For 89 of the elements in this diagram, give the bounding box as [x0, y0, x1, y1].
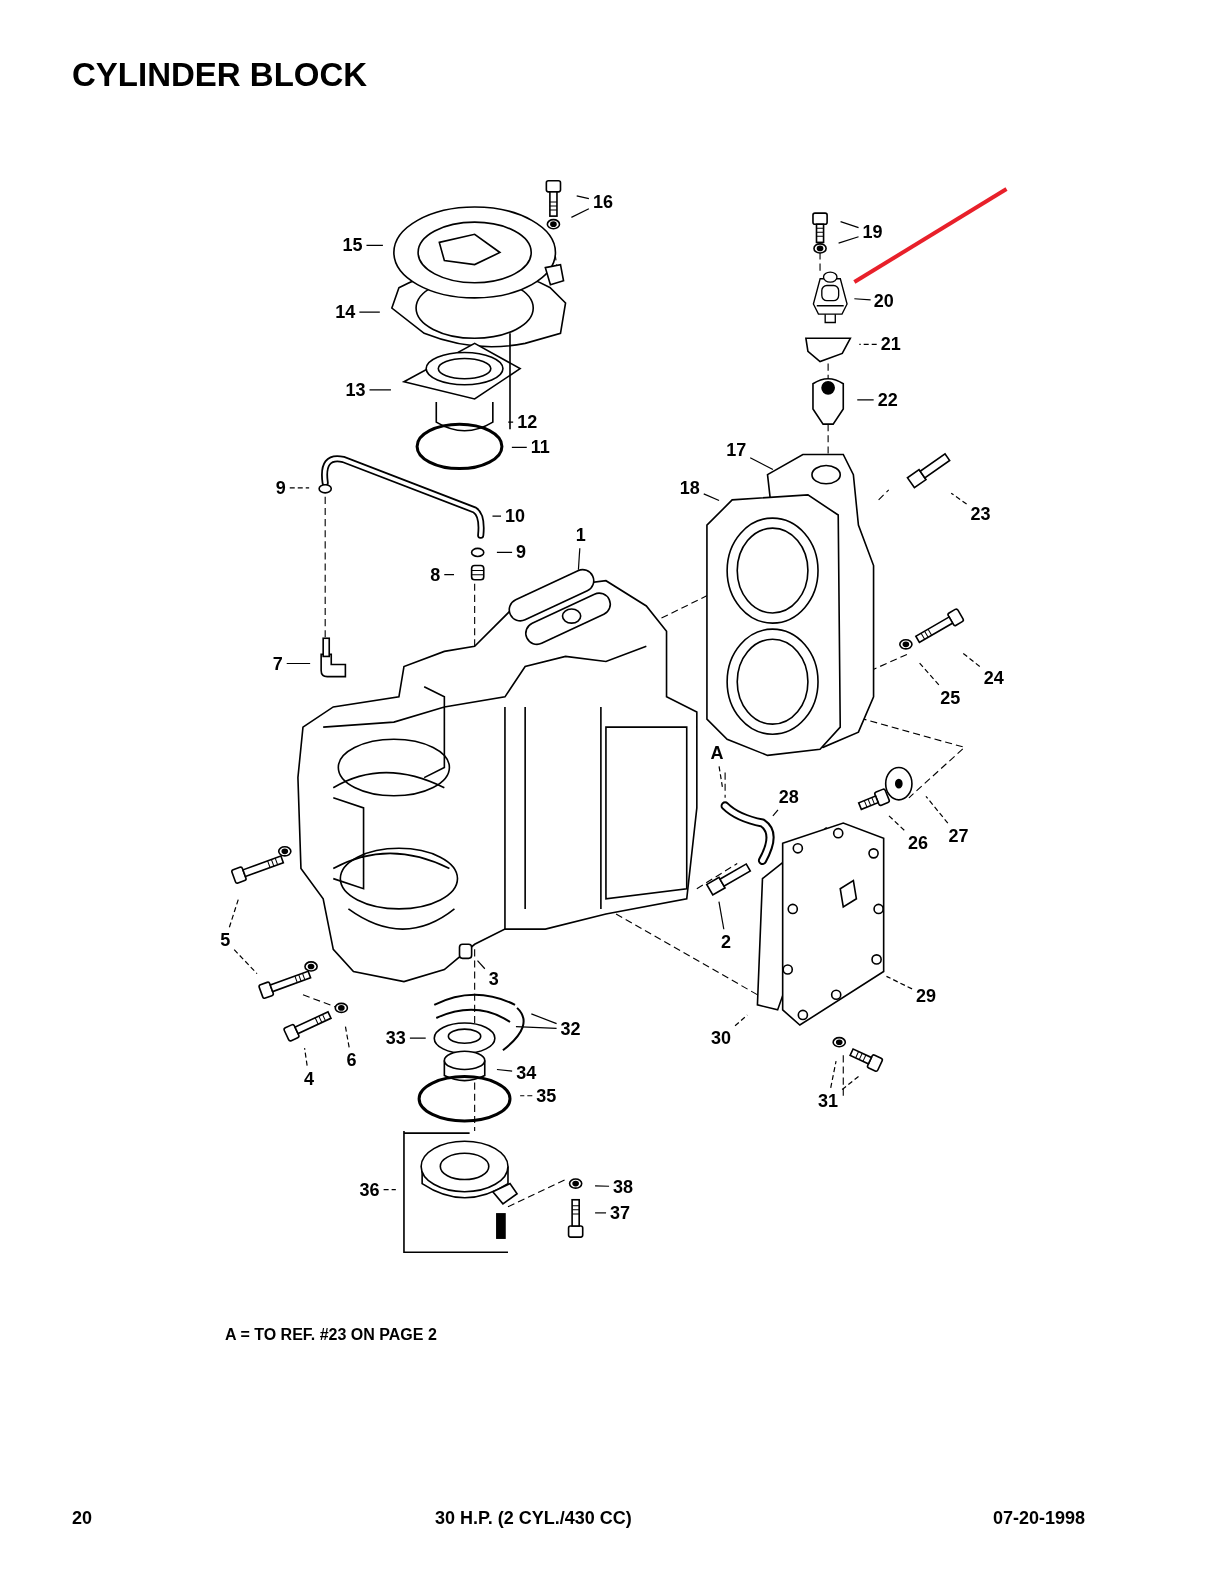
- leader-line: [577, 547, 581, 571]
- leader-line: [496, 551, 513, 553]
- callout-number: 22: [876, 389, 899, 410]
- callout-number: 4: [303, 1068, 316, 1089]
- callout-number: 1: [574, 525, 587, 546]
- leader-line: [856, 399, 875, 401]
- leader-line: [925, 795, 949, 824]
- leader-line: [853, 298, 872, 301]
- callout-number: 27: [947, 826, 970, 847]
- callout-number: 21: [879, 334, 902, 355]
- leader-line: [830, 1060, 837, 1089]
- callout-number: 6: [345, 1050, 358, 1071]
- callout-number: 13: [344, 379, 367, 400]
- leader-line: [594, 1212, 607, 1214]
- callout-number: 32: [559, 1019, 582, 1040]
- callout-number: 16: [591, 191, 614, 212]
- callout-number: 2: [720, 932, 733, 953]
- leader-line: [858, 343, 878, 345]
- leader-line: [491, 515, 502, 517]
- callout-number: A: [709, 743, 725, 764]
- footer-text: 30 H.P. (2 CYL./430 CC): [435, 1508, 632, 1529]
- callout-number: 15: [341, 235, 364, 256]
- title: CYLINDER BLOCK: [72, 56, 368, 94]
- callout-number: 29: [915, 985, 938, 1006]
- leader-line: [841, 1074, 861, 1091]
- leader-line: [576, 195, 590, 200]
- callout-number: 33: [384, 1028, 407, 1049]
- callout-number: 12: [516, 412, 539, 433]
- leader-line: [303, 1047, 308, 1067]
- page-number: 20: [72, 1508, 93, 1529]
- note: A = TO REF. #23 ON PAGE 2: [225, 1326, 437, 1344]
- leader-line: [749, 457, 774, 471]
- leader-line: [383, 1189, 397, 1191]
- callout-number: 9: [274, 477, 287, 498]
- leader-line: [703, 493, 720, 502]
- callout-number: 7: [271, 653, 284, 674]
- leader-line: [496, 1068, 513, 1072]
- leader-line: [286, 662, 311, 665]
- leader-line: [519, 1095, 533, 1097]
- leader-line: [772, 809, 779, 817]
- leader-line: [368, 389, 392, 391]
- leader-line: [365, 244, 384, 246]
- callout-number: 31: [817, 1090, 840, 1111]
- leader-line: [594, 1185, 610, 1187]
- leader-line: [840, 221, 860, 229]
- leader-line: [289, 487, 310, 489]
- leader-line: [838, 236, 860, 244]
- callout-number: 26: [907, 833, 929, 854]
- leader-line: [511, 446, 528, 448]
- leader-line: [233, 949, 258, 975]
- leader-line: [734, 1014, 748, 1027]
- callout-number: 9: [515, 542, 528, 563]
- leader-line: [476, 960, 486, 970]
- callout-number: 35: [535, 1085, 558, 1106]
- leader-line: [962, 652, 981, 668]
- leader-line: [409, 1037, 427, 1039]
- leader-line: [718, 900, 725, 930]
- leader-line: [443, 574, 455, 576]
- callout-number: 18: [678, 477, 701, 498]
- date: 07-20-1998: [993, 1508, 1086, 1529]
- callout-number: 8: [429, 564, 442, 585]
- callout-number: 37: [609, 1202, 632, 1223]
- callout-number: 20: [872, 290, 895, 311]
- leader-line: [885, 975, 913, 990]
- leader-line: [918, 662, 940, 686]
- callout-number: 24: [982, 667, 1005, 688]
- callout-number: 19: [861, 222, 884, 243]
- callout-number: 17: [725, 440, 748, 461]
- callout-number: 3: [487, 968, 500, 989]
- leader-line: [530, 1013, 558, 1025]
- callout-number: 14: [334, 302, 357, 323]
- leader-line: [515, 1025, 558, 1030]
- leader-line: [950, 492, 968, 505]
- leader-line: [718, 765, 723, 788]
- callout-number: 34: [515, 1062, 538, 1083]
- callout-number: 38: [612, 1176, 635, 1197]
- leader-line: [888, 814, 905, 831]
- callout-number: 30: [710, 1028, 733, 1049]
- callout-number: 5: [219, 930, 232, 951]
- leader-line: [507, 421, 514, 423]
- leader-line: [358, 311, 381, 313]
- leader-line: [570, 208, 590, 218]
- callout-number: 23: [969, 504, 992, 525]
- leader-line: [344, 1025, 350, 1048]
- callout-number: 11: [529, 437, 551, 458]
- callout-number: 25: [939, 687, 962, 708]
- callout-number: 10: [504, 506, 527, 527]
- callout-number: 28: [777, 786, 800, 807]
- callout-number: 36: [358, 1179, 381, 1200]
